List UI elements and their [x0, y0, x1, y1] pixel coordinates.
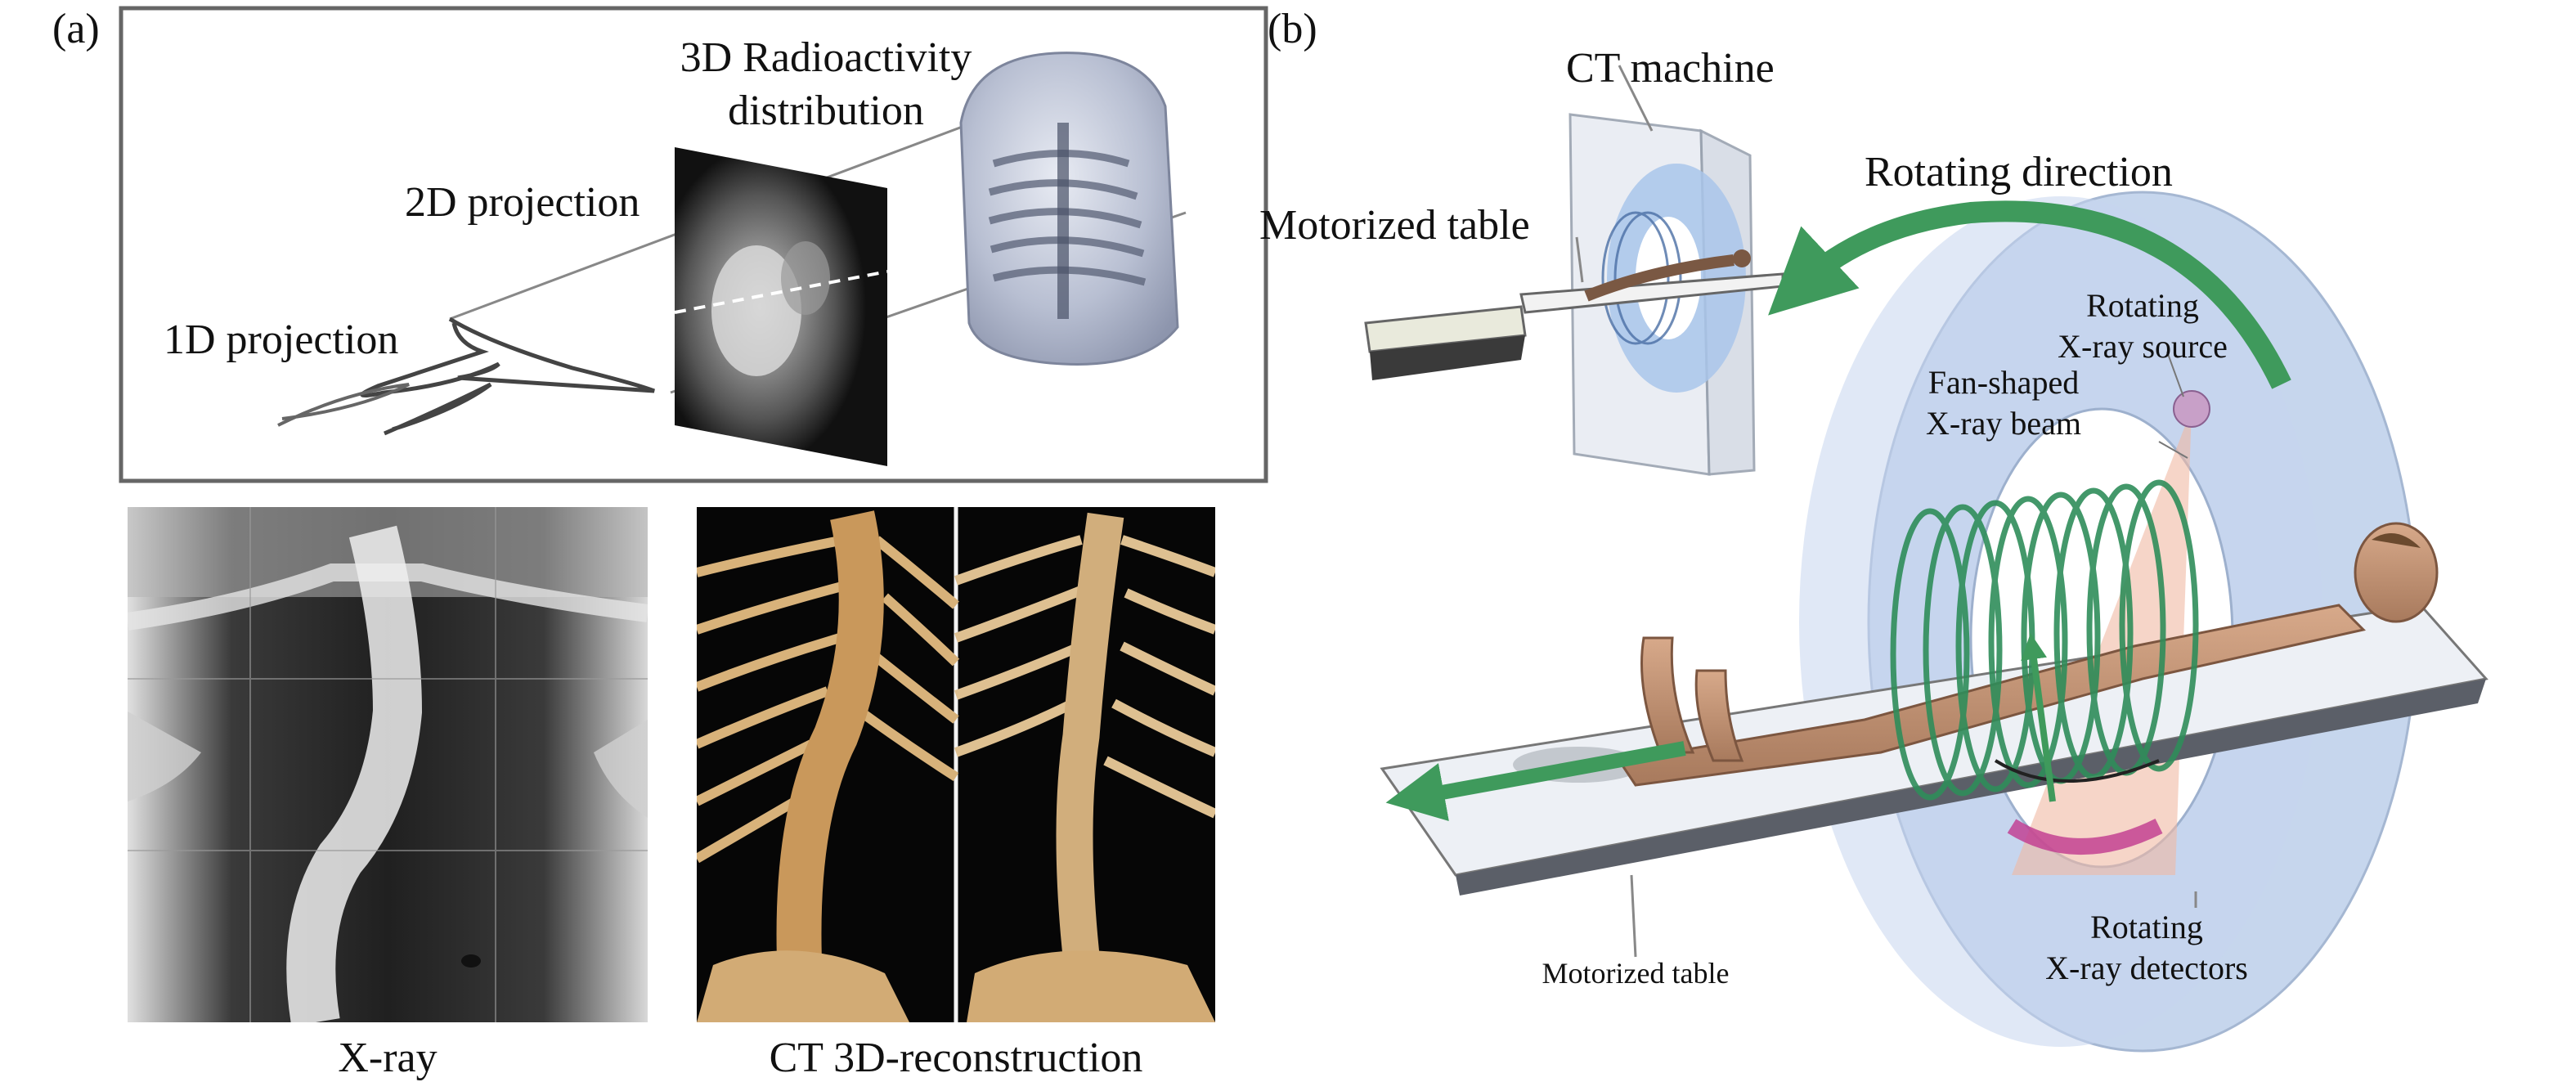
label-beam-line2: X-ray beam [1926, 405, 2081, 442]
label-motorized-table-bottom: Motorized table [1542, 957, 1730, 990]
ct-caption: CT 3D-reconstruction [769, 1035, 1143, 1081]
xray-image [128, 507, 648, 1022]
projection-1d-curve [360, 317, 655, 398]
detector-arc [2007, 819, 2163, 855]
xray-caption: X-ray [338, 1035, 438, 1081]
label-1d-projection: 1D projection [164, 317, 399, 363]
label-3d-distribution: distribution [728, 88, 924, 134]
small-ct-machine [1568, 113, 1756, 476]
small-motorized-table [1364, 249, 1784, 380]
label-detectors-line1: Rotating [2090, 909, 2203, 945]
label-beam-line1: Fan-shaped [1928, 364, 2080, 401]
label-motorized-table-top: Motorized table [1259, 202, 1530, 249]
label-detectors-line2: X-ray detectors [2045, 950, 2248, 986]
table-movement-arrow [1385, 741, 1686, 821]
panel-b-tag: (b) [1268, 6, 1317, 52]
label-rotating-direction: Rotating direction [1865, 149, 2173, 195]
panel-a-projection-diagram [119, 6, 1268, 483]
rotating-direction-arrow [1768, 200, 2291, 389]
panel-a-box [119, 6, 1268, 483]
ct-right-view [954, 512, 1215, 1022]
label-2d-projection: 2D projection [405, 179, 640, 226]
xray-source [2173, 390, 2210, 428]
xray-spine [286, 525, 423, 1022]
ct-left-view [697, 510, 960, 1022]
label-source-line2: X-ray source [2058, 328, 2228, 365]
panel-a-tag: (a) [52, 6, 100, 52]
panel-b-ct-diagram [1364, 65, 2488, 1053]
label-source-line1: Rotating [2086, 287, 2199, 324]
label-3d-radioactivity: 3D Radioactivity [680, 34, 972, 81]
ct-reconstruction-image [697, 507, 1215, 1022]
label-ct-machine: CT machine [1566, 45, 1775, 92]
